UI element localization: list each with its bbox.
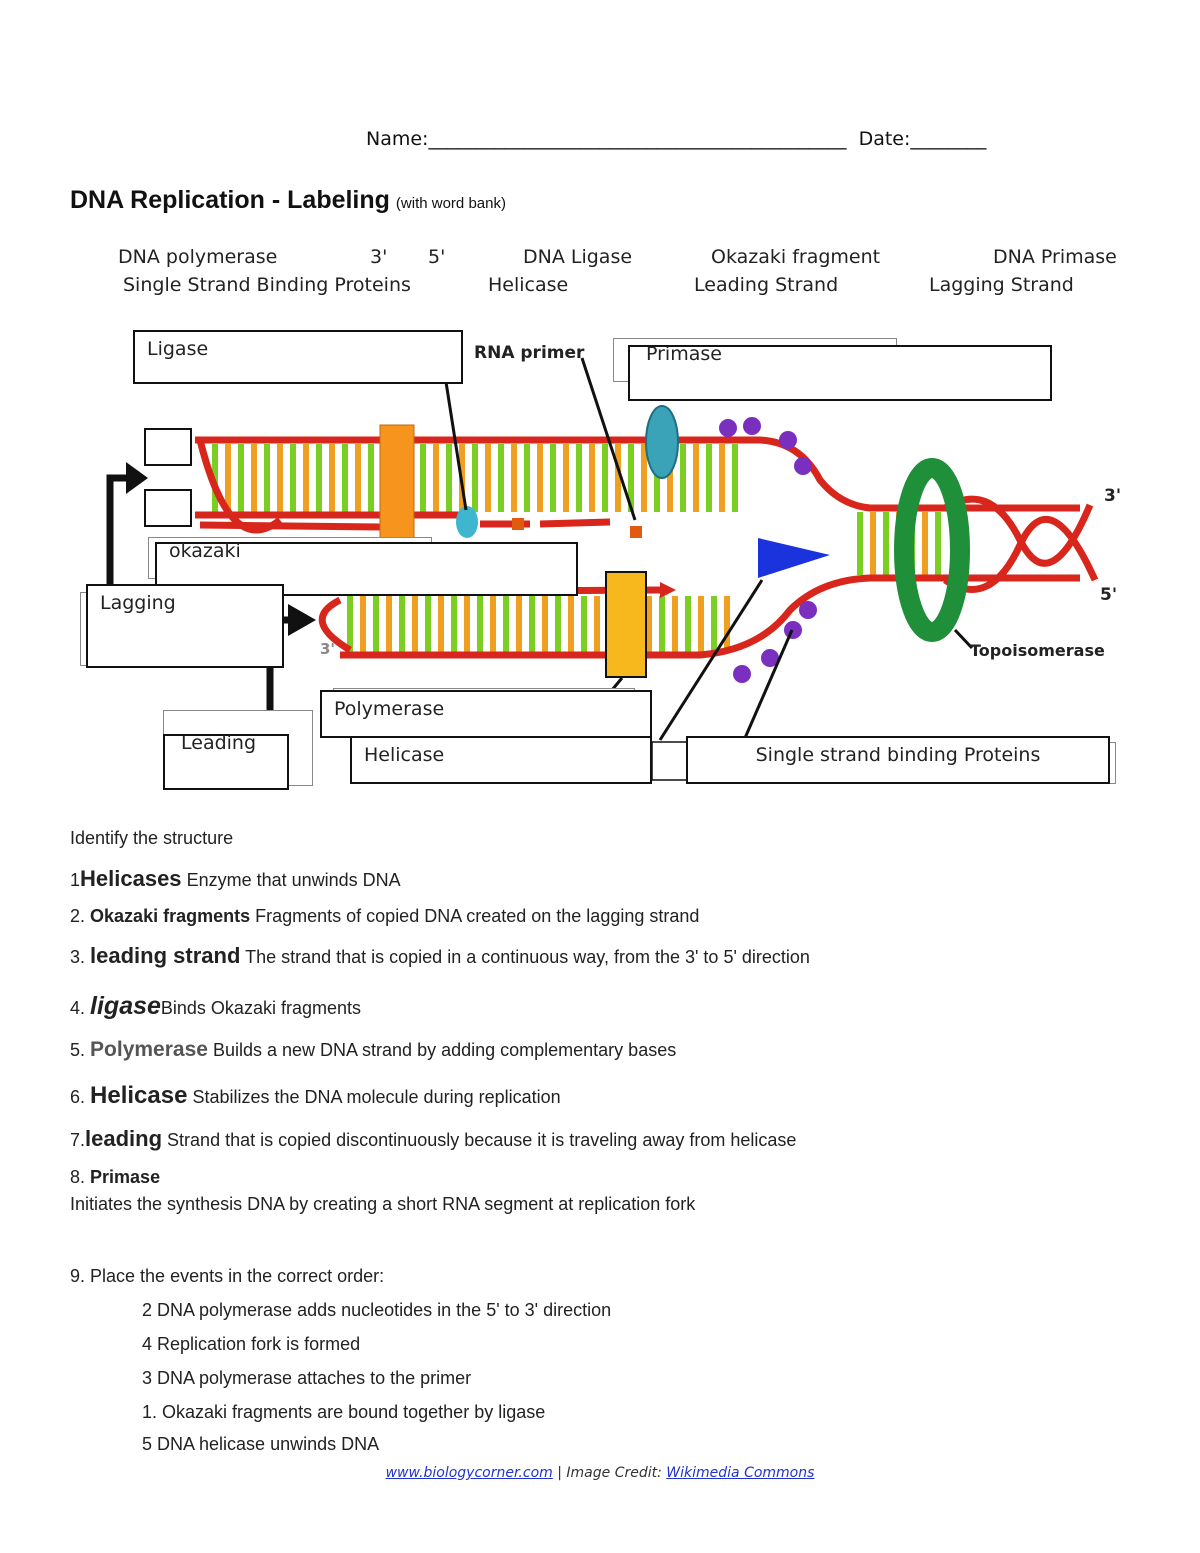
word-bank-item: DNA Ligase (523, 246, 633, 268)
rna-primer-label: RNA primer (474, 343, 585, 363)
label-box-text: Lagging (100, 592, 176, 614)
name-blank[interactable]: ________________________________________… (428, 128, 847, 150)
word-bank-item: Lagging Strand (929, 274, 1074, 296)
question-4: 4. ligaseBinds Okazaki fragments (70, 992, 361, 1021)
question-number: 8. (70, 1167, 86, 1187)
label-box-text: Ligase (147, 338, 209, 360)
question-7: 7.leading Strand that is copied disconti… (70, 1126, 796, 1152)
small-blank-box[interactable] (651, 741, 689, 781)
footer-separator: | Image Credit: (552, 1465, 667, 1481)
question-text: Strand that is copied discontinuously be… (167, 1130, 797, 1150)
label-box-text: Single strand binding Proteins (755, 744, 1041, 766)
dna-replication-diagram: RNA primer Topoisomerase 3' 5' 3' (106, 343, 1121, 781)
footer: www.biologycorner.com | Image Credit: Wi… (0, 1465, 1200, 1481)
question-number: 7. (70, 1130, 86, 1150)
question-number: 6. (70, 1087, 86, 1107)
label-box-text: okazaki (169, 540, 241, 562)
word-bank-item: 3' (370, 246, 388, 268)
label-box-text: Helicase (364, 744, 445, 766)
date-blank[interactable]: ________ (910, 128, 987, 150)
ordering-prompt: 9. Place the events in the correct order… (70, 1266, 385, 1286)
polymerase-bottom-icon (605, 571, 647, 678)
rna-primer-icon (512, 518, 524, 530)
word-bank-item: Single Strand Binding Proteins (123, 274, 411, 296)
question-answer[interactable]: Polymerase (90, 1038, 208, 1061)
five-prime-right-label: 5' (1100, 585, 1117, 605)
label-box-ssb[interactable]: Single strand binding Proteins (686, 736, 1110, 784)
pointer-lines (444, 357, 974, 741)
date-label: Date: (858, 128, 911, 150)
question-number: 3. (70, 947, 86, 967)
title-main: DNA Replication - Labeling (70, 186, 390, 214)
order-event[interactable]: 1. Okazaki fragments are bound together … (142, 1402, 546, 1422)
name-date-line: Name:___________________________________… (366, 128, 986, 150)
question-answer[interactable]: leading (85, 1126, 163, 1151)
question-answer[interactable]: Okazaki fragments (90, 906, 251, 926)
page-title: DNA Replication - Labeling (with word ban… (70, 186, 506, 215)
arrow-head-icon (126, 462, 148, 494)
question-text: Builds a new DNA strand by adding comple… (212, 1040, 677, 1060)
primase-icon (645, 405, 679, 479)
arrow-icon (106, 474, 128, 585)
order-event[interactable]: 3 DNA polymerase attaches to the primer (142, 1368, 472, 1388)
topoisomerase-label: Topoisomerase (970, 641, 1105, 660)
label-box-text: Polymerase (334, 698, 445, 720)
left-small-box[interactable] (144, 428, 192, 466)
word-bank-item: Helicase (488, 274, 569, 296)
question-1: 1Helicases Enzyme that unwinds DNA (70, 866, 401, 892)
question-number: 5. (70, 1040, 86, 1060)
credit-link[interactable]: Wikimedia Commons (666, 1465, 815, 1481)
helicase-icon (758, 538, 830, 578)
word-bank-item: 5' (428, 246, 446, 268)
polymerase-top-icon (379, 424, 415, 541)
question-answer[interactable]: ligase (90, 992, 161, 1020)
label-box-text: Leading (181, 732, 257, 754)
word-bank-item: DNA polymerase (118, 246, 278, 268)
question-answer[interactable]: Primase (90, 1167, 161, 1187)
question-answer[interactable]: Helicases (80, 866, 182, 891)
order-event[interactable]: 5 DNA helicase unwinds DNA (142, 1434, 380, 1454)
site-link[interactable]: www.biologycorner.com (385, 1465, 553, 1481)
arrow-head-icon (288, 604, 316, 636)
question-number: 1 (70, 870, 81, 890)
word-bank-item: Leading Strand (694, 274, 839, 296)
title-sub: (with word bank) (395, 195, 506, 212)
question-8: 8. Primase (70, 1167, 160, 1188)
ligase-icon (456, 506, 478, 538)
order-event[interactable]: 2 DNA polymerase adds nucleotides in the… (142, 1300, 612, 1320)
label-box-ligase[interactable]: Ligase (133, 330, 463, 384)
identify-intro: Identify the structure (70, 828, 234, 848)
three-prime-left-label: 3' (320, 640, 335, 658)
label-box-leading[interactable]: Leading (163, 732, 289, 790)
ssb-proteins (719, 417, 817, 683)
question-text: Stabilizes the DNA molecule during repli… (192, 1087, 561, 1107)
question-8-text: Initiates the synthesis DNA by creating … (70, 1194, 696, 1214)
label-box-text: Primase (646, 343, 722, 365)
question-text: The strand that is copied in a continuou… (245, 947, 810, 967)
question-text: Binds Okazaki fragments (160, 998, 361, 1018)
label-box-primase[interactable]: Primase (628, 343, 1052, 401)
left-small-box[interactable] (144, 489, 192, 527)
label-box-helicase[interactable]: Helicase (350, 736, 652, 784)
right-helix (943, 495, 1099, 593)
three-prime-right-label: 3' (1104, 486, 1121, 506)
question-answer[interactable]: leading strand (90, 943, 241, 968)
question-answer[interactable]: Helicase (90, 1082, 188, 1109)
order-event[interactable]: 4 Replication fork is formed (142, 1334, 361, 1354)
label-box-lagging[interactable]: Lagging (86, 584, 284, 668)
question-text: Fragments of copied DNA created on the l… (255, 906, 700, 926)
topoisomerase-icon (894, 458, 970, 642)
question-6: 6. Helicase Stabilizes the DNA molecule … (70, 1082, 561, 1110)
question-3: 3. leading strand The strand that is cop… (70, 943, 810, 969)
word-bank-item: DNA Primase (993, 246, 1117, 268)
question-number: 4. (70, 998, 86, 1018)
word-bank-item: Okazaki fragment (711, 246, 881, 268)
question-5: 5. Polymerase Builds a new DNA strand by… (70, 1038, 676, 1062)
rna-primer-icon (630, 526, 642, 538)
name-label: Name: (366, 128, 429, 150)
question-2: 2. Okazaki fragments Fragments of copied… (70, 906, 699, 927)
question-text: Enzyme that unwinds DNA (186, 870, 401, 890)
question-number: 2. (70, 906, 86, 926)
label-box-polymerase[interactable]: Polymerase (320, 690, 652, 738)
